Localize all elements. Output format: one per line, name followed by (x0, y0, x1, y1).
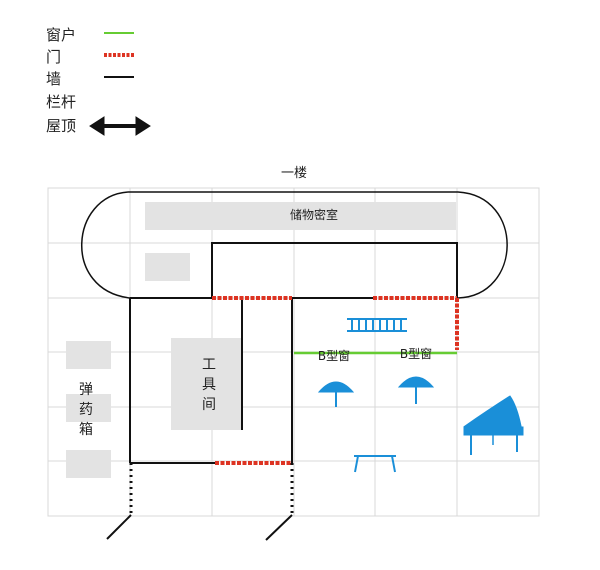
tool-room-label: 工 具 间 (202, 357, 216, 413)
storage-room-label: 储物密室 (290, 207, 338, 222)
ammo-char-3: 箱 (79, 422, 93, 438)
placeholder-blocks (66, 202, 456, 478)
exterior-extension (106, 463, 294, 541)
ammo-block-bottom (66, 450, 111, 478)
legend-door-label: 门 (46, 48, 61, 66)
grid (47, 187, 540, 517)
legend-railing-label: 栏杆 (46, 93, 76, 111)
legend-roof-label: 屋顶 (46, 117, 76, 135)
tool-room-char-1: 工 (202, 357, 216, 373)
umbrella-icon (317, 381, 355, 407)
tool-room-char-3: 间 (202, 397, 216, 413)
ammo-char-2: 药 (79, 402, 93, 418)
tool-room-block (171, 338, 241, 430)
umbrella-icon (397, 376, 435, 404)
ammo-char-1: 弹 (79, 382, 93, 398)
double-arrow-icon (89, 116, 151, 136)
small-block (145, 253, 190, 281)
legend: 窗户 门 墙 栏杆 屋顶 (46, 26, 151, 136)
window-b-right-label: B型窗 (400, 347, 432, 361)
floor-title: 一楼 (281, 166, 307, 181)
grand-piano-icon (463, 395, 524, 455)
roof-outline (81, 191, 508, 299)
ammo-block-middle (66, 394, 111, 422)
legend-window-label: 窗户 (46, 26, 76, 44)
doors (212, 296, 459, 465)
ammo-block-top (66, 341, 111, 369)
legend-wall-label: 墙 (46, 70, 61, 88)
walls (129, 242, 458, 464)
storage-block (145, 202, 456, 230)
ladder-icon (347, 318, 407, 332)
ammo-box-label: 弹 药 箱 (79, 382, 93, 438)
window-b-left-label: B型窗 (318, 349, 350, 363)
tool-room-char-2: 具 (202, 377, 216, 393)
table-icon (354, 455, 396, 473)
